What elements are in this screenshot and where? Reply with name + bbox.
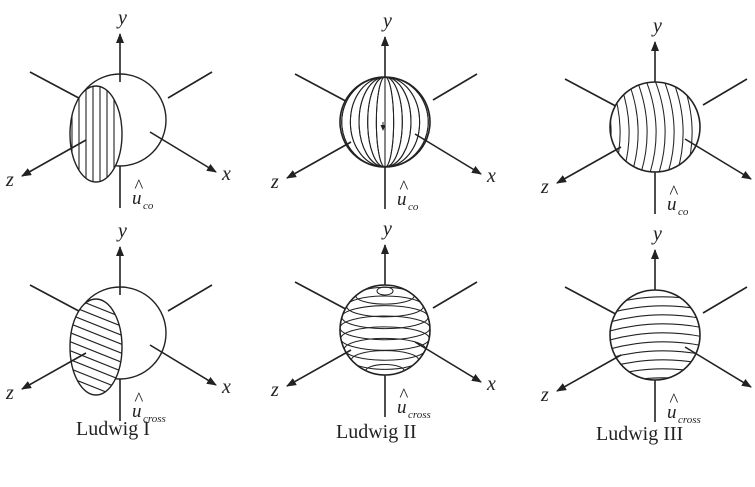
z-axis-label: z <box>5 382 14 404</box>
z-axis-label: z <box>540 384 549 406</box>
field-line <box>610 350 700 360</box>
field-line <box>70 339 122 365</box>
y-axis-label: y <box>651 223 662 245</box>
vector-symbol: u <box>667 194 677 215</box>
vector-hat: ^ <box>134 389 144 410</box>
field-line <box>610 377 700 380</box>
field-line <box>70 393 122 395</box>
vector-subscript: co <box>408 201 419 213</box>
field-line <box>610 82 612 172</box>
field-line <box>635 82 648 172</box>
axis-back-right <box>702 78 748 106</box>
z-axis <box>21 139 87 177</box>
z-axis-label: z <box>5 169 14 191</box>
vector-hat: ^ <box>134 176 144 197</box>
vector-subscript: cross <box>143 413 166 425</box>
vector-subscript: co <box>143 200 154 212</box>
sphere-outline <box>609 289 701 381</box>
z-axis-label: z <box>540 176 549 198</box>
vector-subscript: cross <box>408 409 431 421</box>
field-line <box>610 323 700 333</box>
field-line <box>367 77 403 167</box>
field-line <box>349 77 421 167</box>
x-axis <box>149 131 217 173</box>
axis-back-right <box>432 281 478 309</box>
x-axis-label: x <box>486 373 496 395</box>
vector-symbol: u <box>132 188 142 209</box>
caption-ludwig-1: Ludwig I <box>76 418 150 440</box>
field-line <box>644 82 657 172</box>
z-axis-label: z <box>270 171 279 193</box>
vector-subscript: cross <box>678 414 701 426</box>
field-line <box>350 350 420 370</box>
z-axis <box>21 352 87 390</box>
field-line <box>653 82 666 172</box>
caption-ludwig-2: Ludwig II <box>336 421 417 443</box>
x-axis-label: x <box>221 376 231 398</box>
z-axis <box>556 146 622 184</box>
y-axis-label: y <box>651 15 662 37</box>
y-axis-label: y <box>381 10 392 32</box>
z-axis-label: z <box>270 379 279 401</box>
y-axis-label: y <box>116 7 127 29</box>
y-axis-label: y <box>116 220 127 242</box>
vector-subscript: co <box>678 206 689 218</box>
field-line <box>358 77 412 167</box>
x-axis-label: x <box>221 163 231 185</box>
field-line <box>70 330 122 356</box>
vector-symbol: u <box>397 397 407 418</box>
z-axis <box>286 141 352 179</box>
axis-back-right <box>432 73 478 101</box>
field-line <box>375 77 395 167</box>
x-axis <box>149 344 217 386</box>
aperture-outline <box>69 85 123 183</box>
x-axis <box>414 341 482 383</box>
vector-hat: ^ <box>399 385 409 406</box>
vector-hat: ^ <box>669 390 679 411</box>
x-axis <box>414 133 482 175</box>
vector-symbol: u <box>667 402 677 423</box>
vector-hat: ^ <box>669 182 679 203</box>
vector-symbol: u <box>132 401 142 422</box>
aperture-outline <box>69 298 123 396</box>
x-axis <box>684 138 752 180</box>
field-line <box>610 314 700 324</box>
caption-ludwig-3: Ludwig III <box>596 423 684 445</box>
vector-hat: ^ <box>399 177 409 198</box>
axis-back-right <box>167 284 213 312</box>
field-line <box>610 332 700 342</box>
field-line <box>376 286 394 296</box>
field-line <box>610 341 700 351</box>
axis-back-right <box>702 286 748 314</box>
y-axis-label: y <box>381 218 392 240</box>
x-axis <box>684 346 752 388</box>
field-line <box>70 321 122 347</box>
field-line <box>662 82 675 172</box>
z-axis <box>286 349 352 387</box>
z-axis <box>556 354 622 392</box>
sphere-field-lines <box>341 77 429 167</box>
panel-ludwig-3-co: yxz^uco <box>540 15 752 218</box>
axis-back-right <box>167 71 213 99</box>
vector-symbol: u <box>397 189 407 210</box>
field-line <box>341 77 429 167</box>
field-line <box>70 348 122 374</box>
x-axis-label: x <box>486 165 496 187</box>
